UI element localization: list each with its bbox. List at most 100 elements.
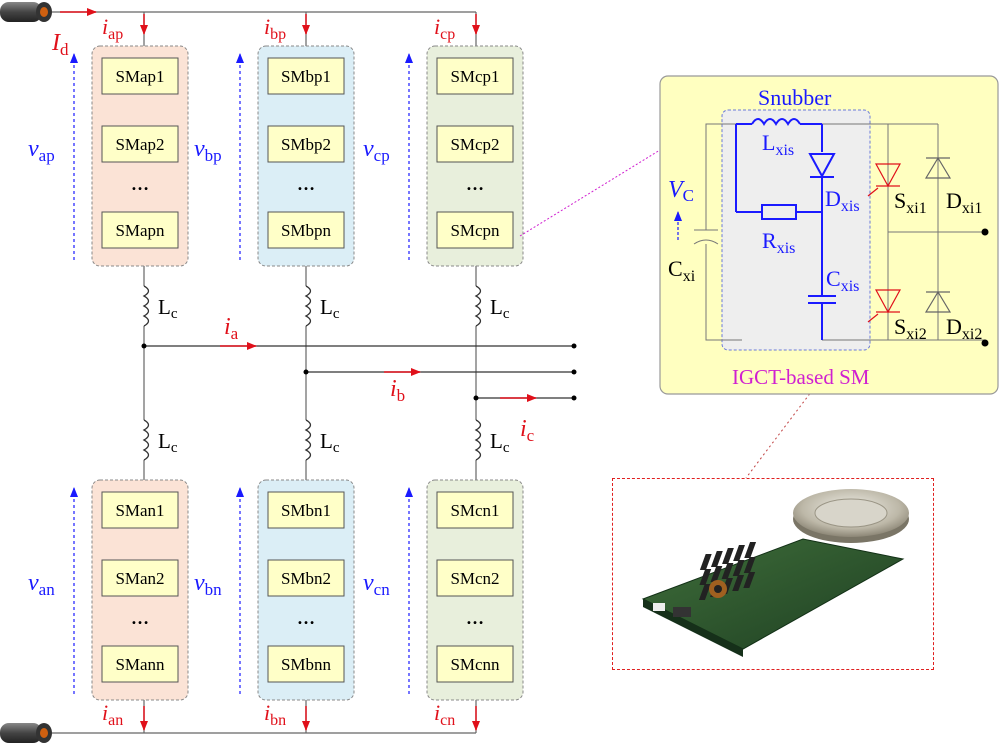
- ellipsis-dots: …: [131, 174, 149, 194]
- dxi1-label: Dxi1: [946, 188, 982, 217]
- submodule-label: SMan2: [115, 569, 164, 588]
- inductor-label: Lc: [158, 295, 178, 322]
- submodule-label: SMbp1: [281, 67, 331, 86]
- submodule-SMcp1[interactable]: SMcp1: [436, 57, 514, 95]
- arm-current-label-bn: ibn: [264, 700, 286, 729]
- arm-ap: SMap1SMap2SMapn …: [91, 45, 189, 267]
- submodule-label: SMann: [115, 655, 165, 674]
- sxi1-label: Sxi1: [894, 188, 927, 217]
- dxis-label: Dxis: [825, 186, 860, 215]
- submodule-SMan2[interactable]: SMan2: [101, 559, 179, 597]
- snubber-box: [721, 109, 871, 351]
- inductor-label: Lc: [320, 295, 340, 322]
- submodule-label: SMbn2: [281, 569, 331, 588]
- arm-current-label-cn: icn: [434, 700, 455, 729]
- sm-detail-title: IGCT-based SM: [732, 365, 870, 389]
- dc-cable-negative: [0, 723, 52, 743]
- sxi2-label: Sxi2: [894, 314, 927, 343]
- submodule-label: SMap1: [115, 67, 164, 86]
- dc-cable-positive: [0, 2, 52, 22]
- igct-switches: [867, 163, 902, 323]
- submodule-label: SMcpn: [450, 221, 500, 240]
- arm-inductor-cn: Lc: [469, 419, 510, 461]
- submodule-label: SMcn2: [450, 569, 499, 588]
- dc-current-label: Id: [51, 30, 69, 59]
- submodule-label: SMbn1: [281, 501, 331, 520]
- submodule-SMbnn[interactable]: SMbnn: [267, 645, 345, 683]
- ellipsis-dots: …: [466, 608, 484, 628]
- submodule-SMan1[interactable]: SMan1: [101, 491, 179, 529]
- submodule-SMap1[interactable]: SMap1: [101, 57, 179, 95]
- submodule-SMbpn[interactable]: SMbpn: [267, 211, 345, 249]
- arm-bn: SMbn1SMbn2SMbnn …: [257, 479, 355, 701]
- submodule-label: SMapn: [115, 221, 165, 240]
- detail-pointer-line: [519, 149, 661, 237]
- igct-pcb-photo: [612, 478, 934, 670]
- ellipsis-dots: …: [466, 174, 484, 194]
- arm-voltage-label-ap: vap: [28, 136, 55, 165]
- phase-a-current-label: ia: [224, 314, 239, 343]
- junction-dots: [141, 343, 577, 401]
- arm-voltage-label-bp: vbp: [194, 136, 222, 165]
- ellipsis-dots: …: [131, 608, 149, 628]
- cxis-label: Cxis: [826, 266, 859, 295]
- submodule-SMcpn[interactable]: SMcpn: [436, 211, 514, 249]
- arm-inductor-ap: Lc: [137, 285, 178, 327]
- submodule-SMcn1[interactable]: SMcn1: [436, 491, 514, 529]
- submodule-label: SMap2: [115, 135, 164, 154]
- arm-voltage-label-bn: vbn: [194, 570, 222, 599]
- arm-bp: SMbp1SMbp2SMbpn …: [257, 45, 355, 267]
- submodule-SMbn1[interactable]: SMbn1: [267, 491, 345, 529]
- submodule-label: SMbpn: [281, 221, 332, 240]
- arm-voltage-label-an: van: [28, 570, 55, 599]
- arm-cn: SMcn1SMcn2SMcnn …: [426, 479, 524, 701]
- submodule-SMcp2[interactable]: SMcp2: [436, 125, 514, 163]
- submodule-label: SMbnn: [281, 655, 332, 674]
- snubber-label: Snubber: [758, 85, 832, 110]
- arm-cp: SMcp1SMcp2SMcpn …: [426, 45, 524, 267]
- arm-inductor-an: Lc: [137, 419, 178, 461]
- inductor-label: Lc: [320, 429, 340, 456]
- arm-inductor-bn: Lc: [299, 419, 340, 461]
- arm-voltage-label-cp: vcp: [363, 136, 390, 165]
- arm-current-label-cp: icp: [434, 14, 455, 43]
- arm-voltage-label-cn: vcn: [363, 570, 390, 599]
- submodule-label: SMcp1: [450, 67, 499, 86]
- arm-current-label-an: ian: [102, 700, 123, 729]
- cxi-label: Cxi: [668, 256, 696, 285]
- arm-current-label-bp: ibp: [264, 14, 286, 43]
- submodule-label: SMcp2: [450, 135, 499, 154]
- ellipsis-dots: …: [297, 174, 315, 194]
- inductor-label: Lc: [158, 429, 178, 456]
- submodule-SMcnn[interactable]: SMcnn: [436, 645, 514, 683]
- igct-pcb-illustration: [641, 489, 909, 657]
- arm-current-label-ap: iap: [102, 14, 123, 43]
- inductor-label: Lc: [490, 295, 510, 322]
- submodule-label: SMcnn: [450, 655, 500, 674]
- phase-outputs: [144, 345, 574, 399]
- submodule-SMann[interactable]: SMann: [101, 645, 179, 683]
- inductor-label: Lc: [490, 429, 510, 456]
- ellipsis-dots: …: [297, 608, 315, 628]
- phase-b-current-label: ib: [390, 376, 405, 405]
- submodule-SMcn2[interactable]: SMcn2: [436, 559, 514, 597]
- snubber-circuit: [735, 118, 836, 340]
- submodule-SMap2[interactable]: SMap2: [101, 125, 179, 163]
- submodule-SMbn2[interactable]: SMbn2: [267, 559, 345, 597]
- vc-label: VC: [668, 177, 694, 205]
- dxi2-label: Dxi2: [946, 314, 982, 343]
- lxis-label: Lxis: [762, 130, 794, 159]
- rxis-label: Rxis: [762, 228, 795, 257]
- arm-inductor-cp: Lc: [469, 285, 510, 327]
- submodule-SMapn[interactable]: SMapn: [101, 211, 179, 249]
- submodule-SMbp2[interactable]: SMbp2: [267, 125, 345, 163]
- phase-c-current-label: ic: [520, 416, 535, 445]
- arm-an: SMan1SMan2SMann …: [91, 479, 189, 701]
- sm-detail-panel: Snubber VC Cxi: [659, 75, 999, 395]
- submodule-label: SMan1: [115, 501, 164, 520]
- submodule-SMbp1[interactable]: SMbp1: [267, 57, 345, 95]
- anti-parallel-diodes: [924, 156, 952, 313]
- submodule-label: SMbp2: [281, 135, 331, 154]
- arm-inductor-bp: Lc: [299, 285, 340, 327]
